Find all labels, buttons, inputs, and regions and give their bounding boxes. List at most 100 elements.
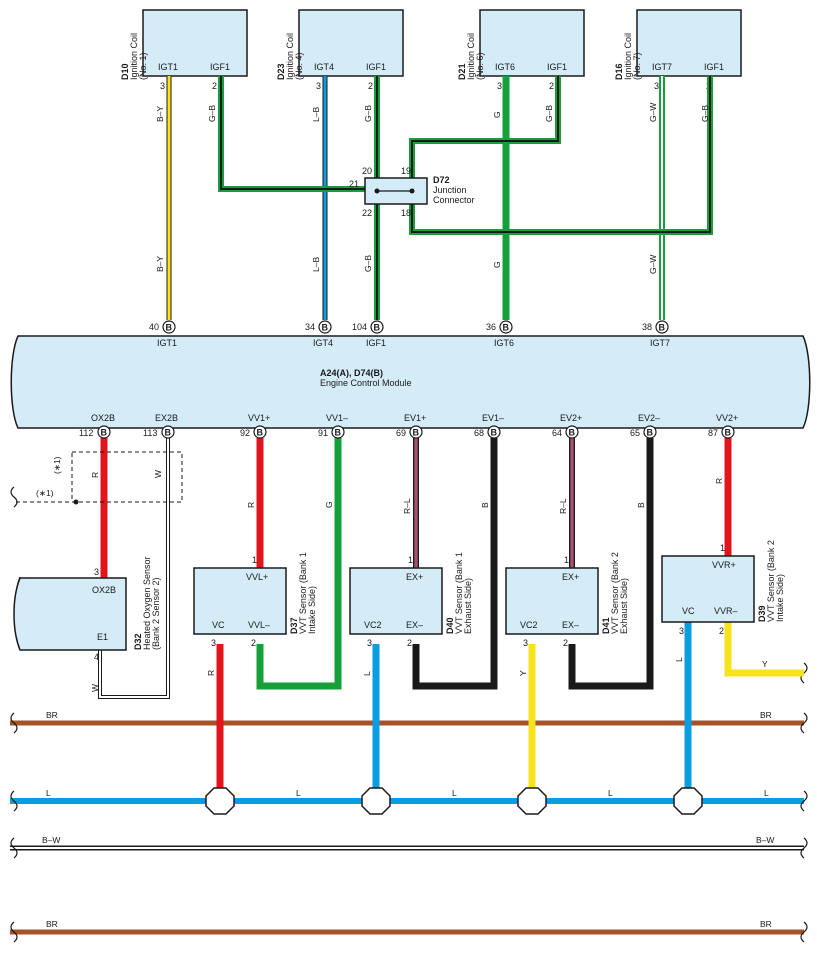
junction-pin: 19 xyxy=(401,166,411,176)
connector-b: B xyxy=(335,428,342,438)
bus-label: L xyxy=(608,788,613,798)
sensor-name: Heated Oxygen Sensor xyxy=(142,556,152,650)
wire-label: R xyxy=(90,472,100,478)
wire-label: Y xyxy=(762,659,768,669)
wire-label: B–Y xyxy=(155,106,165,122)
splice-octagon xyxy=(361,787,391,815)
wire-label: G xyxy=(492,261,502,268)
terminal-number: 65 xyxy=(630,428,640,438)
bus-label: BR xyxy=(46,919,58,929)
coil-sub: (No. 1) xyxy=(138,52,148,80)
terminal-number: 34 xyxy=(305,322,315,332)
sensor-name: Intake Side) xyxy=(307,586,317,634)
wire-label: G–B xyxy=(363,105,373,122)
connector-b: B xyxy=(569,428,576,438)
connector-b: B xyxy=(257,428,264,438)
connector-b: B xyxy=(166,323,173,333)
sensor-id: D32 xyxy=(133,633,143,650)
coil-pin-number: 3 xyxy=(497,81,502,91)
sensor-pin-label: VC2 xyxy=(364,620,382,630)
sensor-pin-number: 3 xyxy=(94,567,99,577)
terminal-number: 64 xyxy=(552,428,562,438)
bus-label: BR xyxy=(46,710,58,720)
note-label: (∗1) xyxy=(36,488,54,498)
sensor-pin-label: VVR+ xyxy=(712,560,736,570)
terminal-number: 113 xyxy=(143,428,157,438)
coil-pin-number: 2 xyxy=(549,81,554,91)
ecm-bottom-labels: OX2B EX2B VV1+ VV1– EV1+ EV1– EV2+ EV2– … xyxy=(91,413,738,423)
junction-id: D72 xyxy=(433,175,450,185)
heated-oxygen-sensor-d32: (∗1) (∗1) R W OX2B E1 3 4 W D32 Heated O… xyxy=(13,451,183,692)
vvt-sensor-d41: EX+ VC2 EX– 1 3 2 D41 VVT Sensor (Bank 2… xyxy=(505,498,646,676)
coil-pin-label: IGT1 xyxy=(158,62,178,72)
sensor-name: VVT Sensor (Bank 1 xyxy=(454,552,464,634)
coil-sub: (No. 6) xyxy=(475,52,485,80)
terminal-label: IGT4 xyxy=(313,338,333,348)
wire-g-b-network xyxy=(218,76,713,320)
coil-pin-label: IGF1 xyxy=(366,62,386,72)
bus-label: BR xyxy=(760,919,772,929)
sensor-id: D40 xyxy=(445,617,455,634)
sensor-name: Intake Side) xyxy=(775,574,785,622)
terminal-number: 91 xyxy=(318,428,328,438)
engine-control-module: A24(A), D74(B) Engine Control Module B 4… xyxy=(10,320,811,429)
bus-label: B–W xyxy=(756,835,774,845)
coil-id: D23 xyxy=(276,63,286,80)
sensor-pin-label: EX+ xyxy=(562,572,579,582)
wire-label: G–B xyxy=(544,105,554,122)
vvt-sensor-d40: EX+ VC2 EX– 1 3 2 D40 VVT Sensor (Bank 1… xyxy=(349,498,490,676)
wire-label: L xyxy=(674,657,684,662)
sensor-pin-label: VC xyxy=(682,606,695,616)
connector-b: B xyxy=(647,428,654,438)
sensor-pin-number: 4 xyxy=(94,652,99,662)
connector-b: B xyxy=(491,428,498,438)
wire-label: W xyxy=(90,684,100,692)
terminal-number: 68 xyxy=(474,428,484,438)
vvt-sensor-d37: VVL+ VC VVL– 1 3 2 D37 VVT Sensor (Bank … xyxy=(193,501,334,676)
wire-label: G xyxy=(324,501,334,508)
sensor-pin-label: EX– xyxy=(562,620,579,630)
sensor-name: Exhaust Side) xyxy=(619,578,629,634)
sensor-name: (Bank 2 Sensor 2) xyxy=(151,577,161,650)
wire-label: R xyxy=(206,670,216,676)
ignition-coil-d21: IGT6 IGF1 3 2 D21 Ignition Coil (No. 6) xyxy=(457,9,585,91)
terminal-label: VV1+ xyxy=(248,413,270,423)
terminal-label: EV1– xyxy=(482,413,504,423)
wire-label: G–B xyxy=(363,255,373,272)
note-label: (∗1) xyxy=(52,456,62,474)
terminal-number: 87 xyxy=(708,428,718,438)
connector-b: B xyxy=(725,428,732,438)
coil-sub: (No. 7) xyxy=(632,52,642,80)
wire-label: Y xyxy=(518,670,528,676)
sensor-pin-label: VC xyxy=(212,620,225,630)
connector-b: B xyxy=(503,323,510,333)
connector-b: B xyxy=(165,428,172,438)
coil-name: Ignition Coil xyxy=(285,33,295,80)
wire-label: G–B xyxy=(700,105,710,122)
sensor-pin-label: E1 xyxy=(97,632,108,642)
coil-name: Ignition Coil xyxy=(466,33,476,80)
sensor-name: Exhaust Side) xyxy=(463,578,473,634)
terminal-label: EV1+ xyxy=(404,413,426,423)
sensor-pin-label: VC2 xyxy=(520,620,538,630)
terminal-label: IGT7 xyxy=(650,338,670,348)
sensor-pin-number: 2 xyxy=(251,638,256,648)
ignition-coil-d23: IGT4 IGF1 3 2 D23 Ignition Coil (No. 4) xyxy=(276,9,404,91)
sensor-pin-number: 1 xyxy=(252,555,257,565)
coil-id: D10 xyxy=(120,63,130,80)
coil-pin-number: 3 xyxy=(654,81,659,91)
ecm-name: Engine Control Module xyxy=(320,378,412,388)
coil-pin-number: 3 xyxy=(316,81,321,91)
coil-pin-label: IGF1 xyxy=(210,62,230,72)
sensor-pin-number: 3 xyxy=(679,626,684,636)
wire-label: B xyxy=(636,502,646,508)
bus-label: L xyxy=(296,788,301,798)
coil-sub: (No. 4) xyxy=(294,52,304,80)
vvt-sensor-d39: VVR+ VC VVR– 1 3 2 D39 VVT Sensor (Bank … xyxy=(661,478,785,669)
wire-label: B xyxy=(480,502,490,508)
sensor-pin-number: 1 xyxy=(408,555,413,565)
splice-points xyxy=(205,787,703,815)
connector-b: B xyxy=(413,428,420,438)
